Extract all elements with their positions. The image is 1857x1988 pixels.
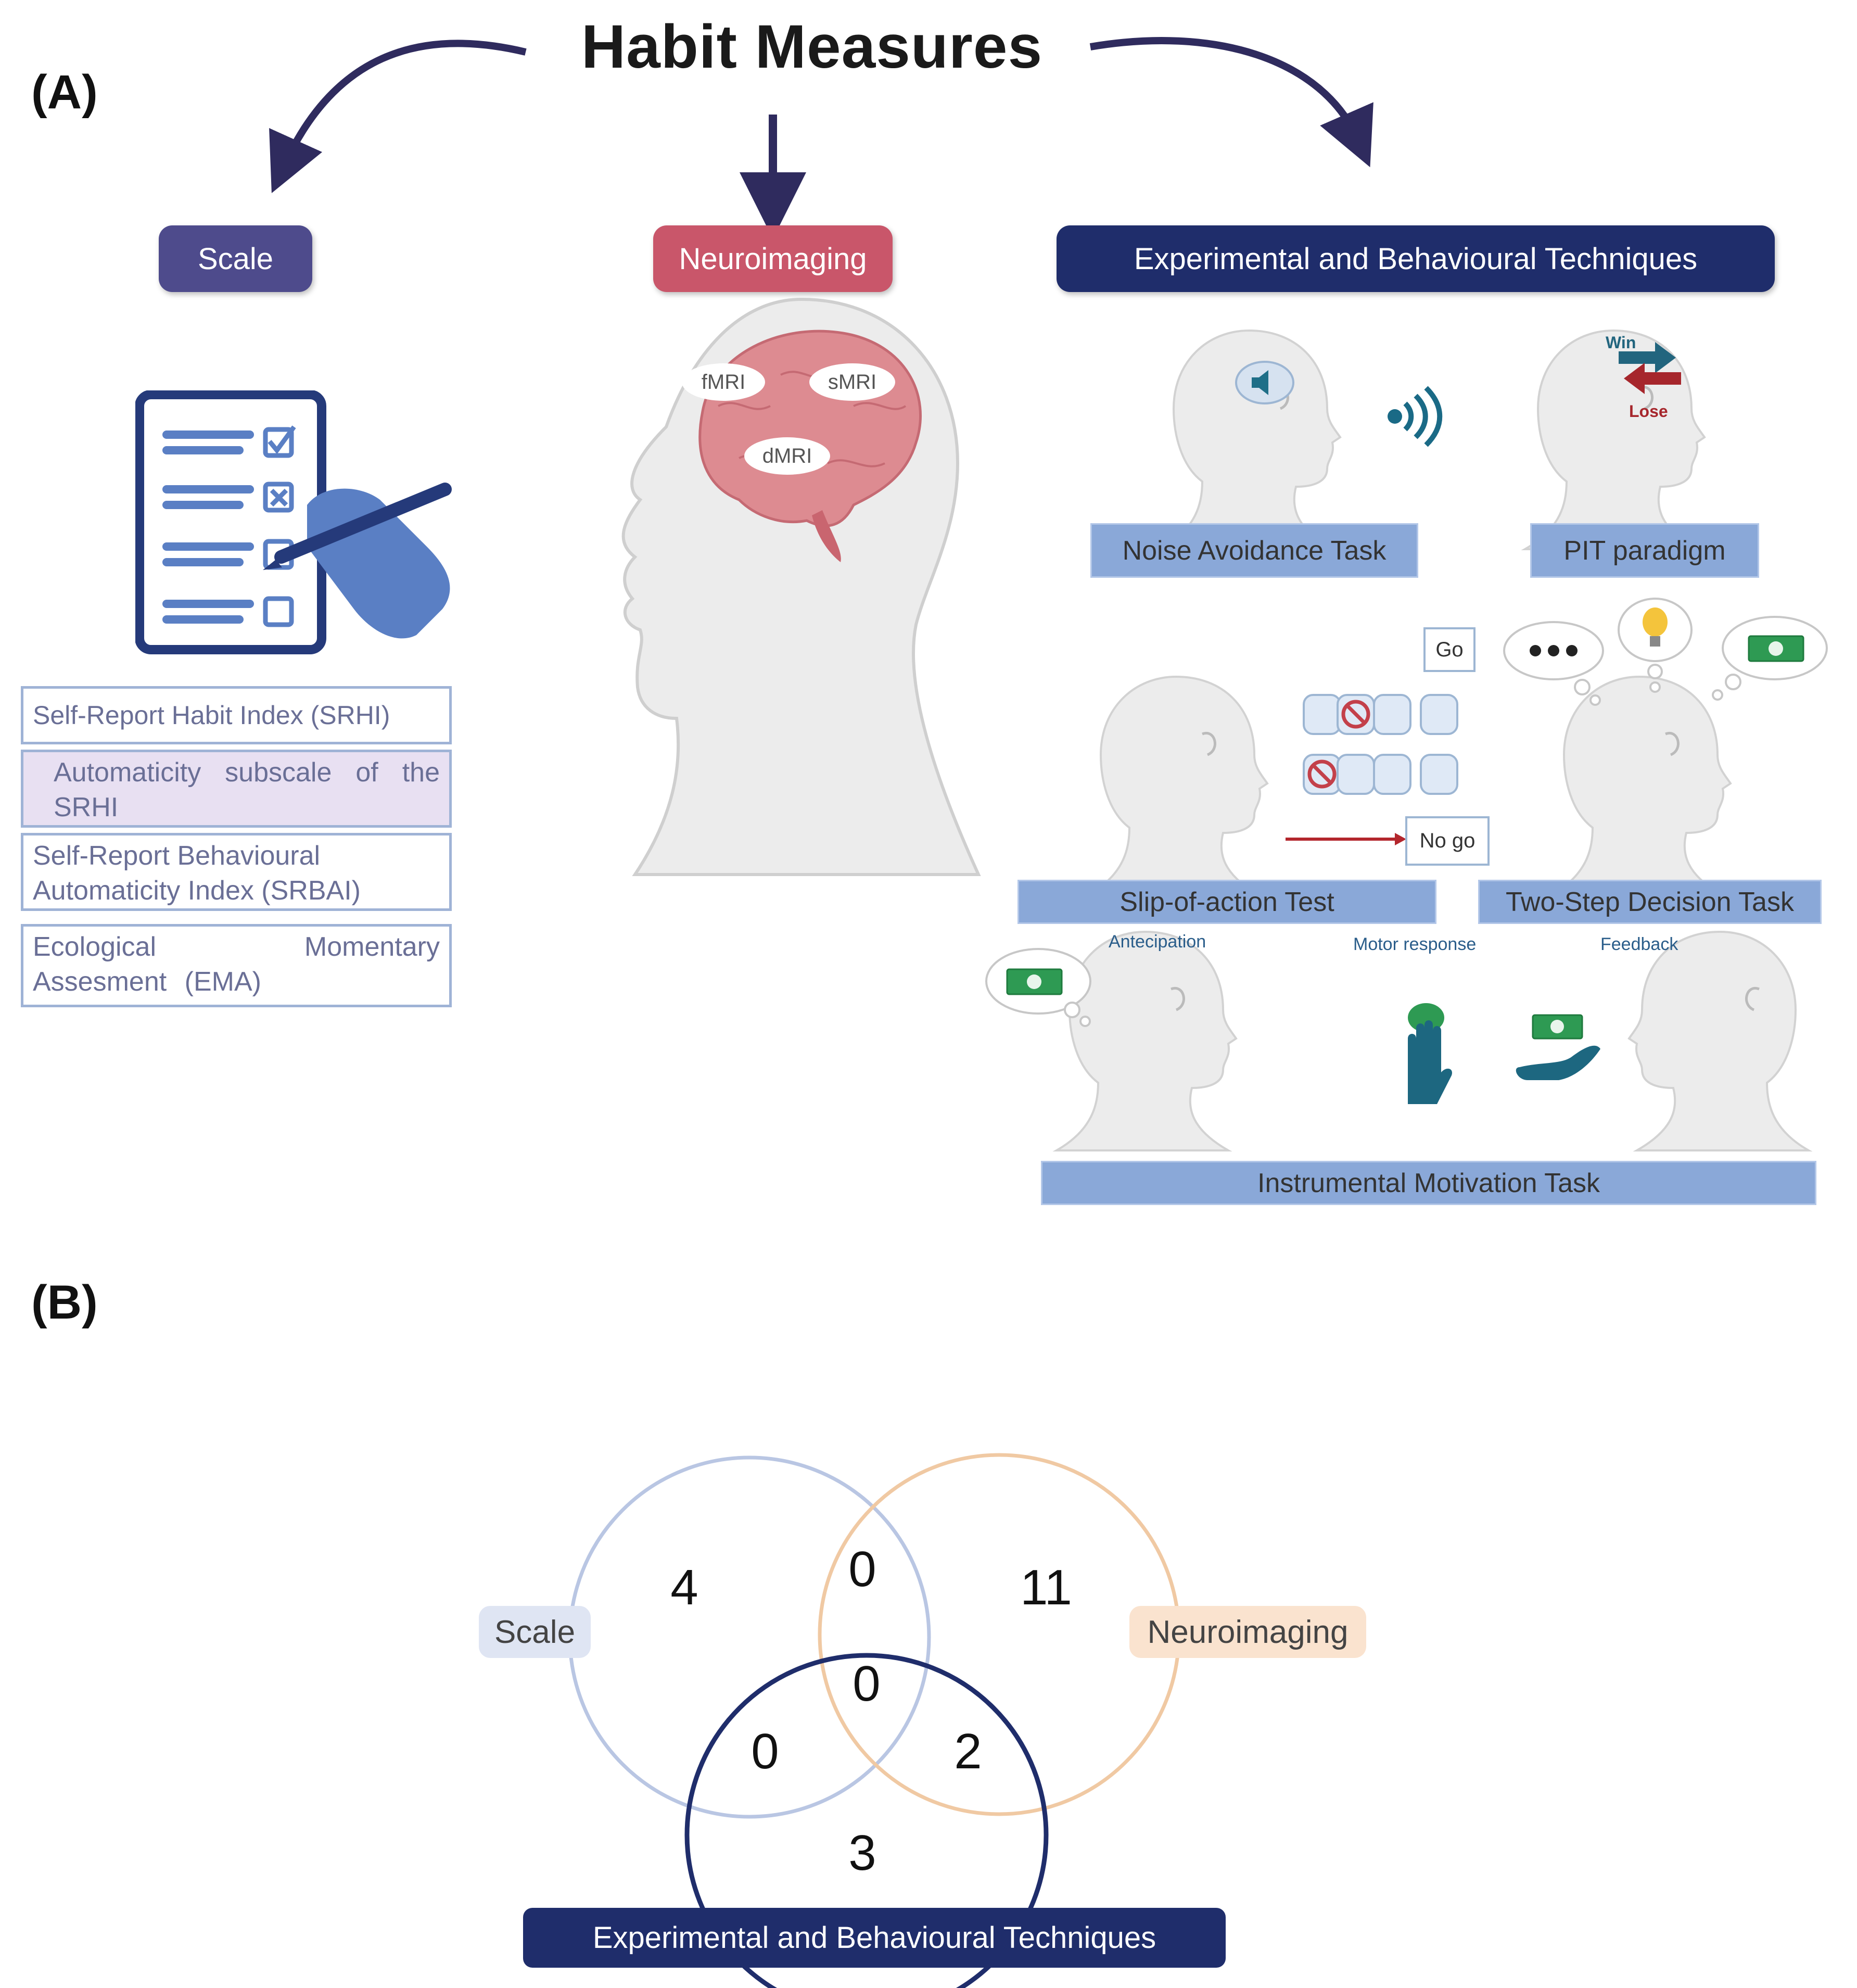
venn-tag-neuroimaging: Neuroimaging	[1129, 1606, 1366, 1658]
head-pit	[1524, 330, 1706, 550]
neuroimaging-head	[621, 297, 981, 876]
count-scale-experimental: 0	[751, 1724, 779, 1779]
arrow-to-scale	[269, 40, 527, 194]
fmri-badge: fMRI	[682, 363, 765, 401]
task-instrumental-motivation: Instrumental Motivation Task	[1041, 1161, 1816, 1205]
venn-diagram	[568, 1453, 1181, 1988]
nogo-box: No go	[1405, 816, 1490, 866]
venn-tag-scale: Scale	[479, 1606, 591, 1658]
head-noise-avoidance	[1160, 330, 1341, 550]
figure-title: Habit Measures	[581, 12, 1043, 81]
count-experimental-only: 3	[848, 1825, 876, 1881]
venn-circle-experimental	[684, 1653, 1049, 1988]
count-scale-only: 4	[670, 1560, 698, 1615]
neuroimaging-category: Neuroimaging	[653, 225, 893, 292]
count-neuroimaging-only: 11	[1020, 1560, 1072, 1615]
stage-anticipation: Antecipation	[1109, 932, 1206, 952]
task-head-silhouettes	[985, 330, 1828, 1151]
task-slip-of-action: Slip-of-action Test	[1017, 880, 1436, 924]
scale-item-ema: Ecological Momentary Assesment (EMA)	[21, 924, 452, 1007]
dmri-badge: dMRI	[744, 437, 830, 475]
title-arrows	[269, 37, 1373, 239]
scale-item-srhi: Self-Report Habit Index (SRHI)	[21, 686, 452, 744]
arrow-to-experimental	[1089, 37, 1373, 168]
smri-badge: sMRI	[809, 363, 895, 401]
task-pit: PIT paradigm	[1530, 523, 1759, 578]
head-instrumental-right	[1628, 931, 1810, 1151]
go-box: Go	[1423, 627, 1476, 672]
count-all-three: 0	[853, 1656, 881, 1712]
checklist-icon	[135, 390, 452, 654]
head-two-step	[1550, 676, 1732, 896]
panel-a-label: (A)	[31, 66, 98, 119]
task-two-step: Two-Step Decision Task	[1478, 880, 1822, 924]
pit-win-word: Win	[1606, 333, 1636, 352]
stage-feedback: Feedback	[1600, 934, 1678, 954]
panel-b-label: (B)	[31, 1276, 98, 1329]
pit-lose-word: Lose	[1629, 402, 1668, 421]
count-neuroimaging-experimental: 2	[954, 1724, 982, 1779]
count-scale-neuroimaging: 0	[848, 1541, 876, 1597]
venn-tag-experimental: Experimental and Behavioural Techniques	[523, 1908, 1226, 1968]
scale-item-srbai: Self-Report Behavioural Automaticity Ind…	[21, 833, 452, 911]
scale-item-automaticity: Automaticity subscale of the SRHI	[21, 750, 452, 828]
experimental-category: Experimental and Behavioural Techniques	[1057, 225, 1775, 292]
task-noise-avoidance: Noise Avoidance Task	[1090, 523, 1418, 578]
scale-category: Scale	[159, 225, 312, 292]
stage-motor-response: Motor response	[1353, 934, 1477, 954]
head-slip-of-action	[1087, 676, 1268, 896]
